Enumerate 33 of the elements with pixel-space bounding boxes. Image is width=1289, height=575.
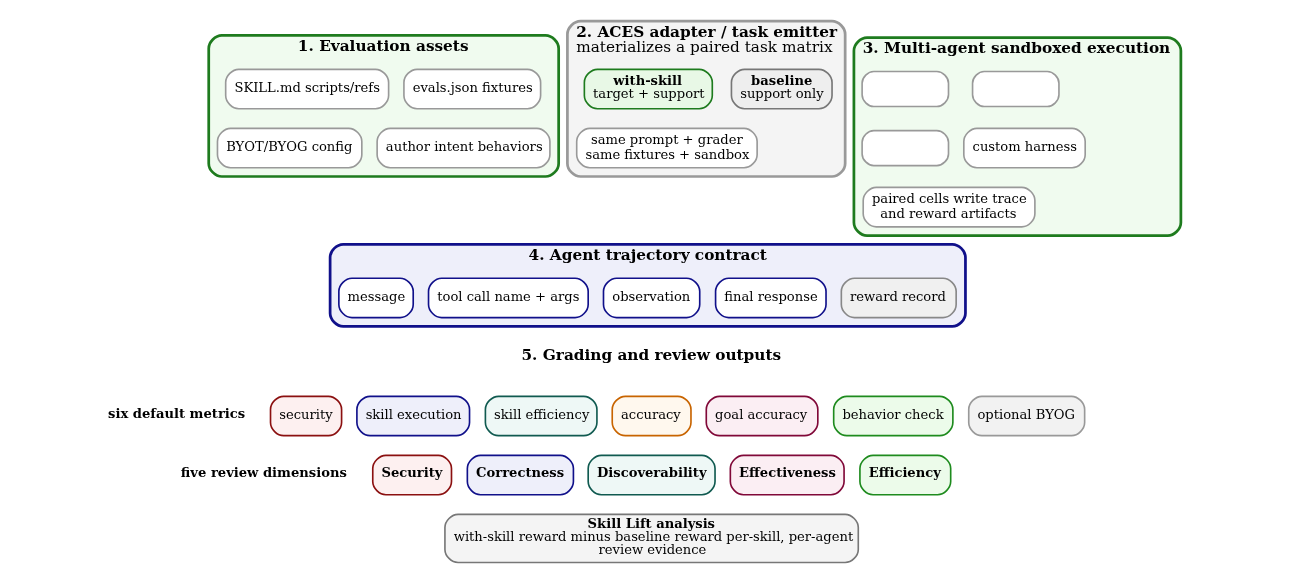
- node-box: evals.json fixtures: [403, 68, 542, 110]
- node-box: [861, 129, 950, 167]
- label: six default metrics: [108, 406, 246, 422]
- node-box: Skill Lift analysis with-skill reward minus baseline reward per-skill, per-agent review evidence: [444, 513, 860, 564]
- label: 5. Grading and review outputs: [521, 345, 782, 364]
- node-box: [971, 70, 1060, 108]
- node-box: author intent behaviors: [376, 127, 551, 169]
- node-box: goal accuracy: [705, 395, 819, 437]
- node-box: optional BYOG: [967, 395, 1086, 437]
- node-box: tool call name + args: [427, 277, 589, 319]
- node-box: paired cells write trace and reward artifacts: [862, 186, 1036, 228]
- node-box: Effectiveness: [729, 454, 845, 496]
- node-box: security: [269, 395, 343, 437]
- node-box: skill efficiency: [484, 395, 598, 437]
- node-box: with-skill target + support: [583, 68, 714, 110]
- node-box: Discoverability: [587, 454, 716, 496]
- node-box: Correctness: [466, 454, 575, 496]
- node-box: behavior check: [832, 395, 954, 437]
- node-box: skill execution: [356, 395, 471, 437]
- node-box: SKILL.md scripts/refs: [224, 68, 390, 110]
- node-box: accuracy: [611, 395, 692, 437]
- node-box: same prompt + grader same fixtures + sandbox: [575, 127, 758, 169]
- node-box: BYOT/BYOG config: [216, 127, 363, 169]
- node-box: reward record: [840, 277, 957, 319]
- node-box: final response: [714, 277, 827, 319]
- node-box: custom harness: [963, 127, 1086, 169]
- node-box: message: [338, 277, 415, 319]
- node-box: Efficiency: [859, 454, 952, 496]
- node-box: observation: [602, 277, 701, 319]
- node-box: [861, 70, 950, 108]
- node-box: baseline support only: [730, 68, 833, 110]
- node-box: Security: [371, 454, 453, 496]
- label: five review dimensions: [180, 465, 347, 481]
